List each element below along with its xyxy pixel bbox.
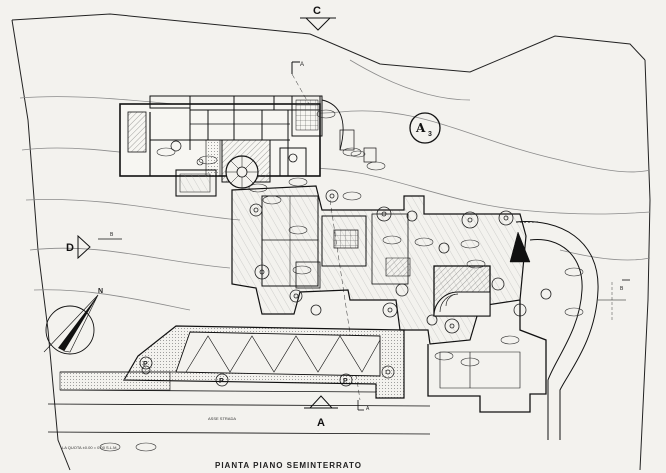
north-label: N: [98, 288, 103, 295]
sheet-tag-sub: 3: [428, 131, 432, 138]
section-marker-a-label: A: [317, 417, 325, 429]
section-cut-a-top-label: A: [300, 62, 304, 68]
quota-label: LA QUOTA ±0.00 = 0.00 S.L.M.: [62, 445, 118, 450]
drawing-caption: PIANTA PIANO SEMINTERRATO: [215, 461, 362, 470]
north-arrow: N: [43, 288, 103, 355]
sheet-tag-a3: A 3: [409, 112, 441, 144]
upper-building: [119, 95, 377, 197]
room-tag-markers: [262, 150, 584, 367]
sheet-tag-letter: A: [415, 121, 426, 135]
parking-marker-1: P: [143, 361, 148, 368]
section-marker-c: C: [300, 5, 336, 31]
section-marker-d-label: D: [66, 242, 74, 254]
parking-marker-2: P: [219, 378, 224, 385]
section-right-b-label: B: [620, 286, 624, 292]
street-label: ASSE STRADA: [208, 416, 236, 421]
parking-area: [47, 325, 431, 435]
section-left-b-label: B: [110, 232, 114, 238]
section-marker-c-label: C: [313, 5, 321, 17]
right-hall-block: [433, 231, 531, 317]
quota-note: LA QUOTA ±0.00 = 0.00 S.L.M.: [62, 442, 157, 452]
section-marker-a-bottom: A A: [304, 395, 370, 429]
upper-room-labels: [156, 109, 386, 193]
section-marker-d: D B: [66, 232, 122, 260]
curved-driveway: [515, 221, 630, 440]
section-cut-a-bottom-label: A: [366, 406, 370, 412]
parking-markers: P P P: [139, 356, 353, 387]
central-terrace: [231, 185, 527, 345]
parking-marker-3: P: [343, 378, 348, 385]
